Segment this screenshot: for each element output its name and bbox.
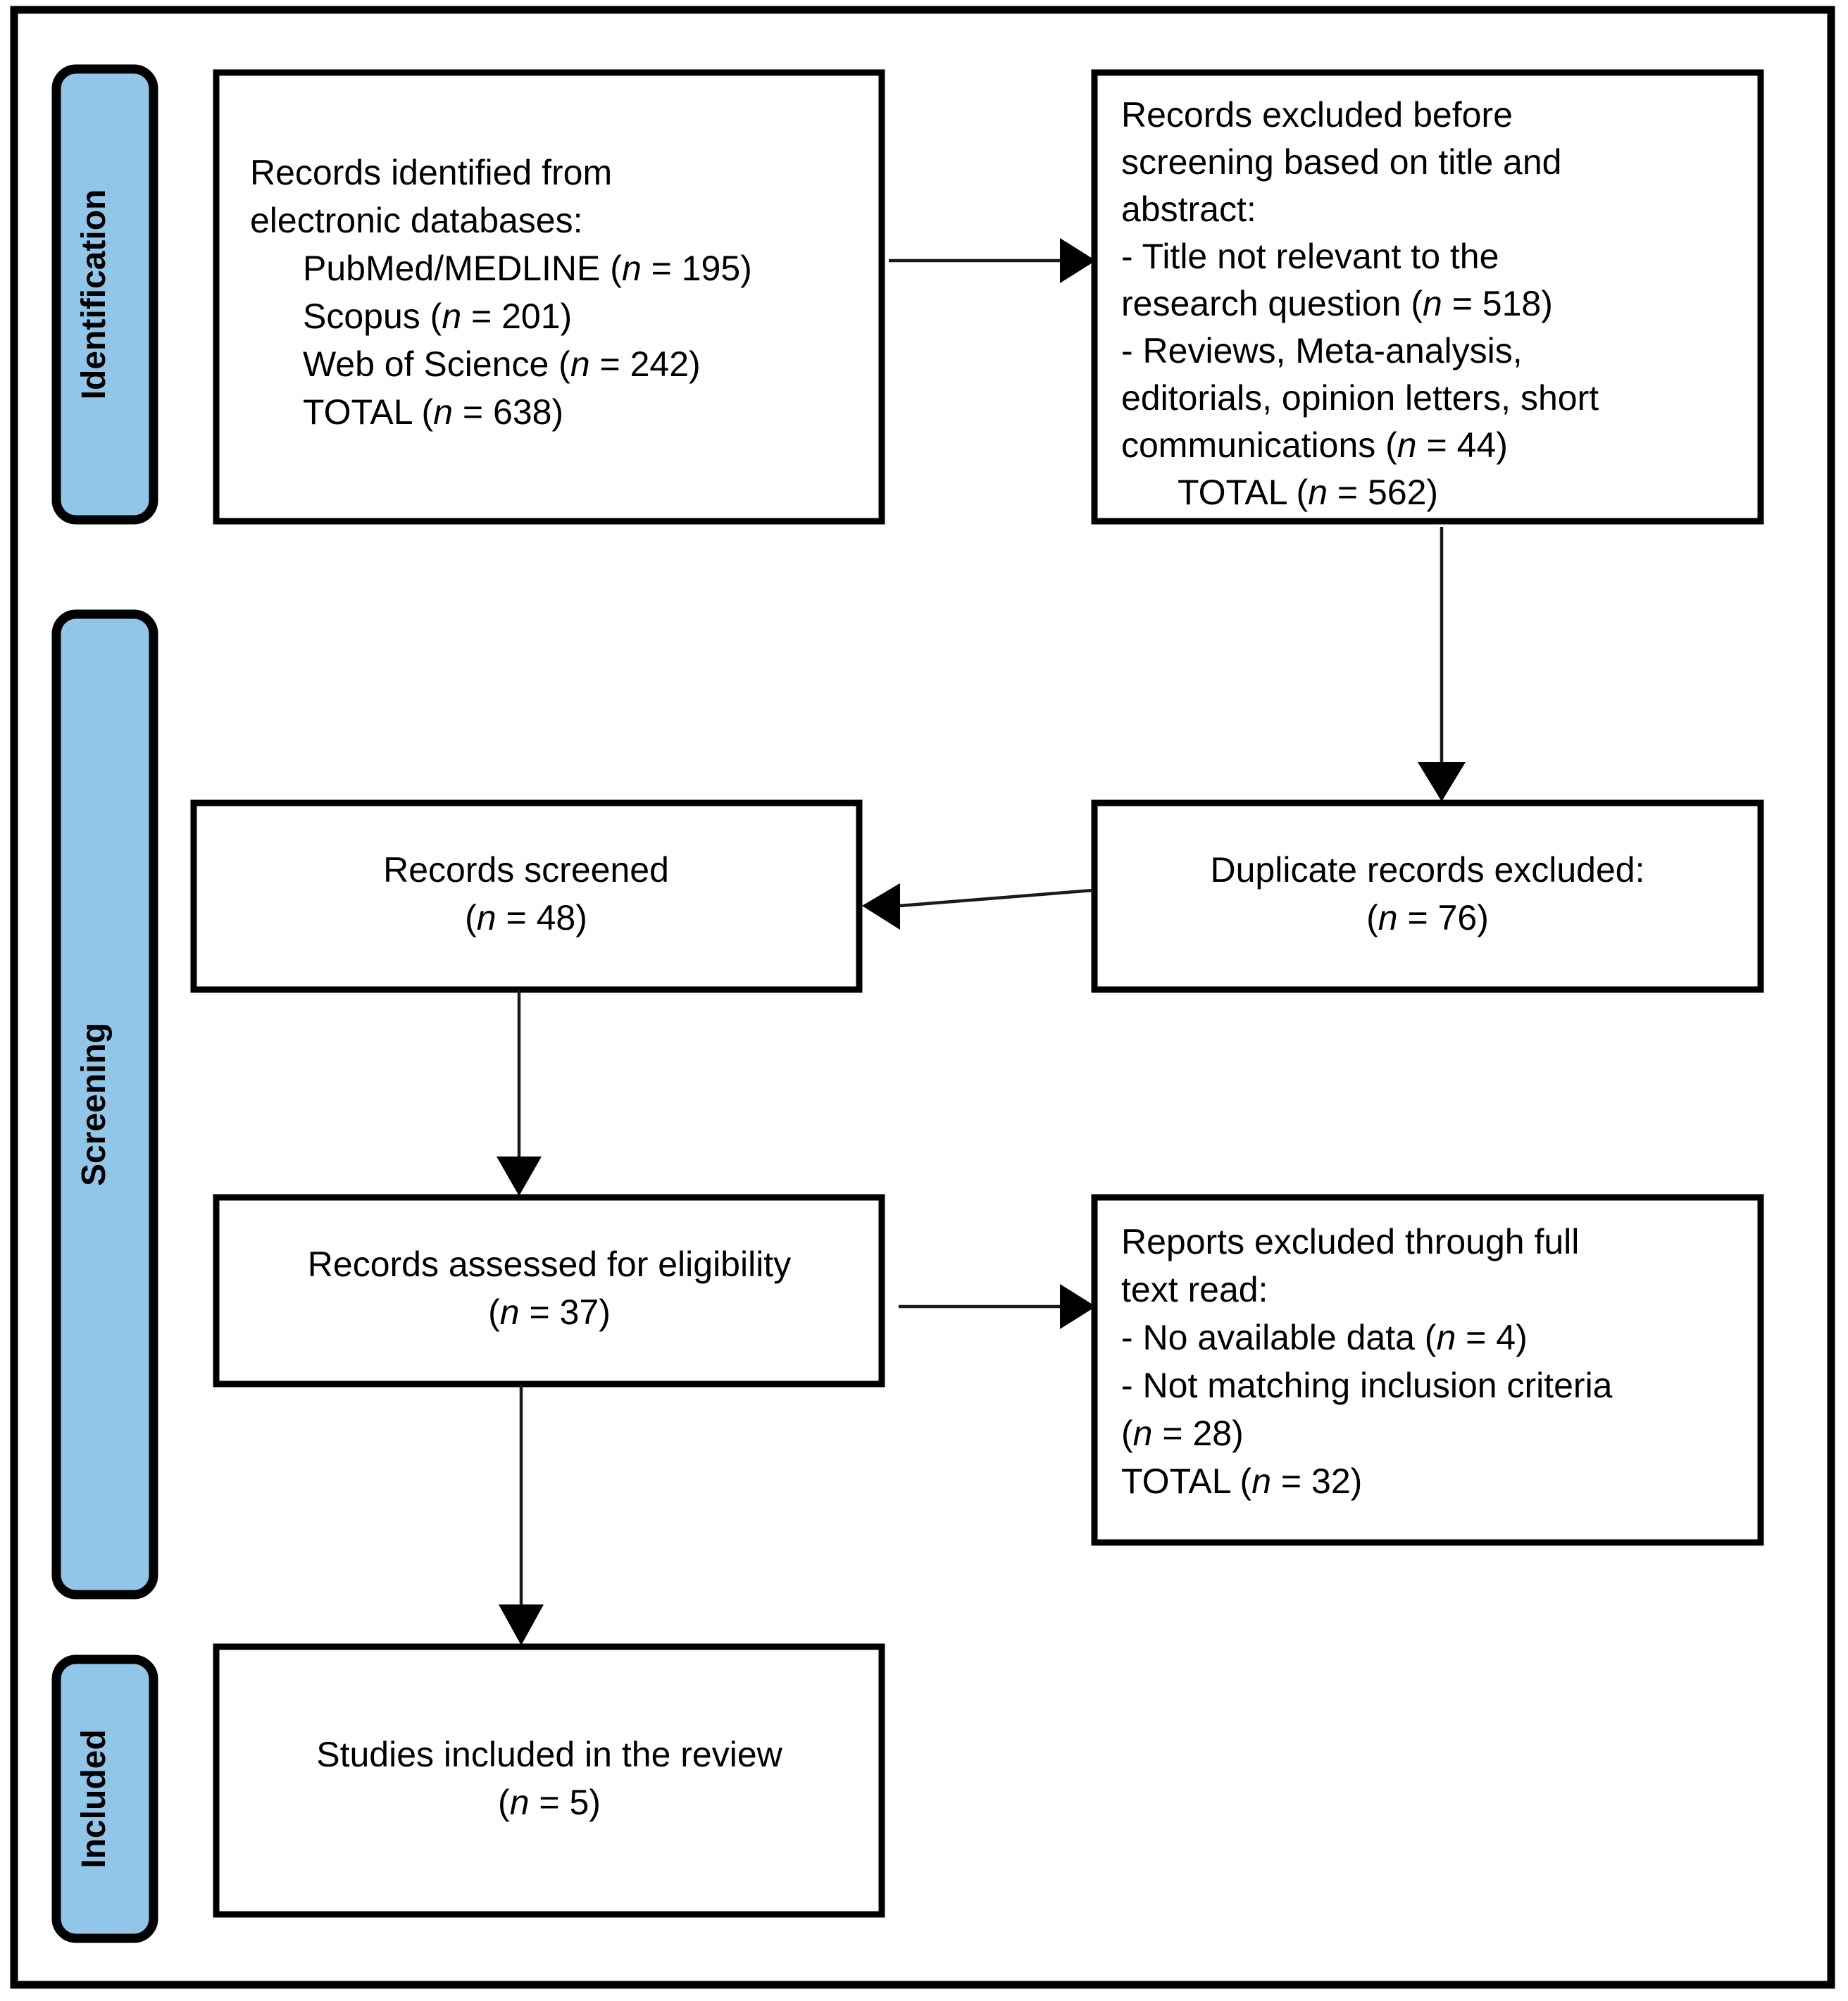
stage-bar-screening-label: Screening	[75, 1023, 113, 1186]
stage-bar-screening: Screening	[51, 609, 158, 1600]
box-records-screened: Records screened (n = 48)	[190, 799, 863, 993]
stage-bar-screening-shape	[51, 609, 158, 1600]
box-excluded-line-6: - Reviews, Meta-analysis,	[1121, 331, 1523, 370]
box-records-assessed-for-eligibility: Records assessed for eligibility (n = 37…	[213, 1194, 885, 1388]
box-studies-included-line-1: Studies included in the review	[316, 1735, 782, 1774]
connector-eligibility-to-included	[499, 1385, 544, 1645]
box-duplicate-records-excluded: Duplicate records excluded: (n = 76)	[1091, 799, 1764, 993]
box-records-identified-line-4: Scopus (n = 201)	[303, 297, 572, 336]
box-records-screened-line-2: (n = 48)	[465, 898, 587, 937]
connector-screened-to-eligibility	[497, 990, 542, 1196]
box-excluded-line-4: - Title not relevant to the	[1121, 237, 1499, 276]
stage-bar-identification-label: Identification	[75, 189, 113, 400]
connector-duplicates-to-screened	[862, 883, 1094, 930]
box-fulltext-line-1: Reports excluded through full	[1121, 1222, 1579, 1261]
connector-duplicates-to-screened-line	[899, 888, 1094, 908]
box-fulltext-line-3: - No available data (n = 4)	[1121, 1318, 1528, 1357]
box-fulltext-line-2: text read:	[1121, 1270, 1268, 1309]
connector-excluded-to-duplicates	[1418, 527, 1466, 802]
box-studies-included-shape	[213, 1643, 885, 1918]
box-records-assessed-line-2: (n = 37)	[488, 1292, 611, 1332]
box-records-screened-line-1: Records screened	[383, 850, 669, 890]
box-records-identified-line-2: electronic databases:	[250, 201, 583, 240]
connector-eligibility-to-fulltext	[899, 1284, 1096, 1329]
box-studies-included: Studies included in the review (n = 5)	[213, 1643, 885, 1918]
stage-bar-included: Included	[51, 1654, 158, 1943]
stage-bar-included-shape	[51, 1654, 158, 1943]
box-excluded-line-3: abstract:	[1121, 189, 1256, 229]
connector-duplicates-to-screened-arrowhead	[862, 883, 900, 930]
connector-identified-to-excluded	[889, 238, 1096, 283]
box-duplicates-line-1: Duplicate records excluded:	[1211, 850, 1645, 890]
box-excluded-line-7: editorials, opinion letters, short	[1121, 378, 1599, 418]
connector-identified-to-excluded-arrowhead	[1060, 238, 1096, 283]
box-excluded-line-1: Records excluded before	[1121, 95, 1513, 135]
diagram-outer-frame	[10, 6, 1835, 1989]
box-records-excluded-before-screening-shape	[1091, 69, 1764, 525]
box-excluded-line-9: TOTAL (n = 562)	[1178, 473, 1438, 512]
box-reports-excluded-full-text-shape	[1091, 1194, 1764, 1546]
stage-bar-identification-shape	[51, 64, 158, 525]
connector-screened-to-eligibility-arrowhead	[497, 1157, 542, 1196]
box-duplicates-line-2: (n = 76)	[1366, 898, 1489, 937]
box-excluded-line-5: research question (n = 518)	[1121, 284, 1553, 323]
box-records-identified-line-3: PubMed/MEDLINE (n = 195)	[303, 249, 752, 288]
box-fulltext-line-5: (n = 28)	[1121, 1414, 1244, 1453]
box-records-assessed-shape	[213, 1194, 885, 1388]
box-excluded-line-8: communications (n = 44)	[1121, 425, 1508, 465]
box-duplicate-records-excluded-shape	[1091, 799, 1764, 993]
box-records-identified-line-1: Records identified from	[250, 153, 612, 192]
box-records-screened-shape	[190, 799, 863, 993]
box-records-identified-shape	[213, 69, 885, 525]
box-reports-excluded-full-text: Reports excluded through full text read:…	[1091, 1194, 1764, 1546]
box-fulltext-line-4: - Not matching inclusion criteria	[1121, 1366, 1613, 1405]
connector-eligibility-to-fulltext-arrowhead	[1060, 1284, 1096, 1329]
box-records-identified-line-6: TOTAL (n = 638)	[303, 392, 563, 432]
box-studies-included-line-2: (n = 5)	[498, 1783, 601, 1822]
box-fulltext-line-6: TOTAL (n = 32)	[1121, 1461, 1362, 1501]
stage-bar-included-label: Included	[75, 1729, 113, 1868]
box-records-identified-line-5: Web of Science (n = 242)	[303, 344, 701, 384]
connector-excluded-to-duplicates-arrowhead	[1418, 762, 1466, 802]
box-records-identified: Records identified from electronic datab…	[213, 69, 885, 525]
box-records-assessed-line-1: Records assessed for eligibility	[308, 1245, 791, 1284]
box-excluded-line-2: screening based on title and	[1121, 142, 1561, 182]
box-records-excluded-before-screening: Records excluded before screening based …	[1091, 69, 1764, 525]
connector-eligibility-to-included-arrowhead	[499, 1604, 544, 1645]
stage-bar-identification: Identification	[51, 64, 158, 525]
